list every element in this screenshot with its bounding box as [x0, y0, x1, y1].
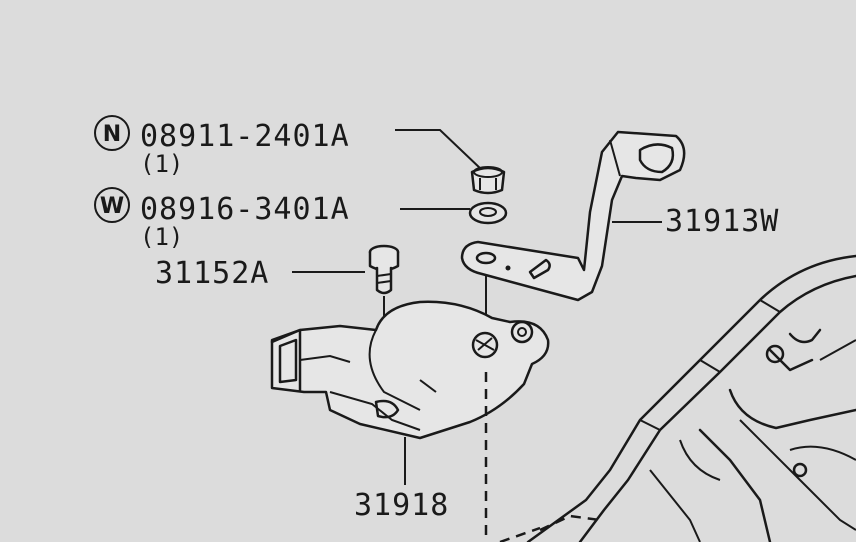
washer-drawing: [468, 201, 508, 225]
switch-part-number: 31918: [354, 488, 449, 523]
washer-quantity: (1): [140, 223, 183, 251]
bracket-drawing: [460, 130, 686, 330]
switch-drawing: [270, 300, 550, 440]
callout-bolt: 31152A: [155, 256, 365, 291]
housing-drawing: [499, 254, 856, 542]
nut-quantity: (1): [140, 150, 183, 178]
nut-symbol: N: [103, 122, 121, 147]
washer-symbol-circle: [94, 187, 130, 223]
bolt-drawing: [368, 244, 400, 360]
nut-drawing: [470, 166, 506, 195]
callout-nut: N 08911-2401A (1): [94, 115, 483, 178]
callout-switch: 31918: [354, 437, 449, 523]
bolt-part-number: 31152A: [155, 256, 269, 291]
bracket-part-number: 31913W: [665, 204, 779, 239]
callout-washer: W 08916-3401A (1): [94, 187, 470, 251]
washer-symbol: W: [100, 194, 124, 219]
callout-bracket: 31913W: [612, 204, 779, 239]
washer-part-number: 08916-3401A: [140, 192, 350, 227]
nut-leader-line: [395, 129, 483, 171]
nut-symbol-circle: [94, 115, 130, 151]
nut-part-number: 08911-2401A: [140, 119, 350, 154]
